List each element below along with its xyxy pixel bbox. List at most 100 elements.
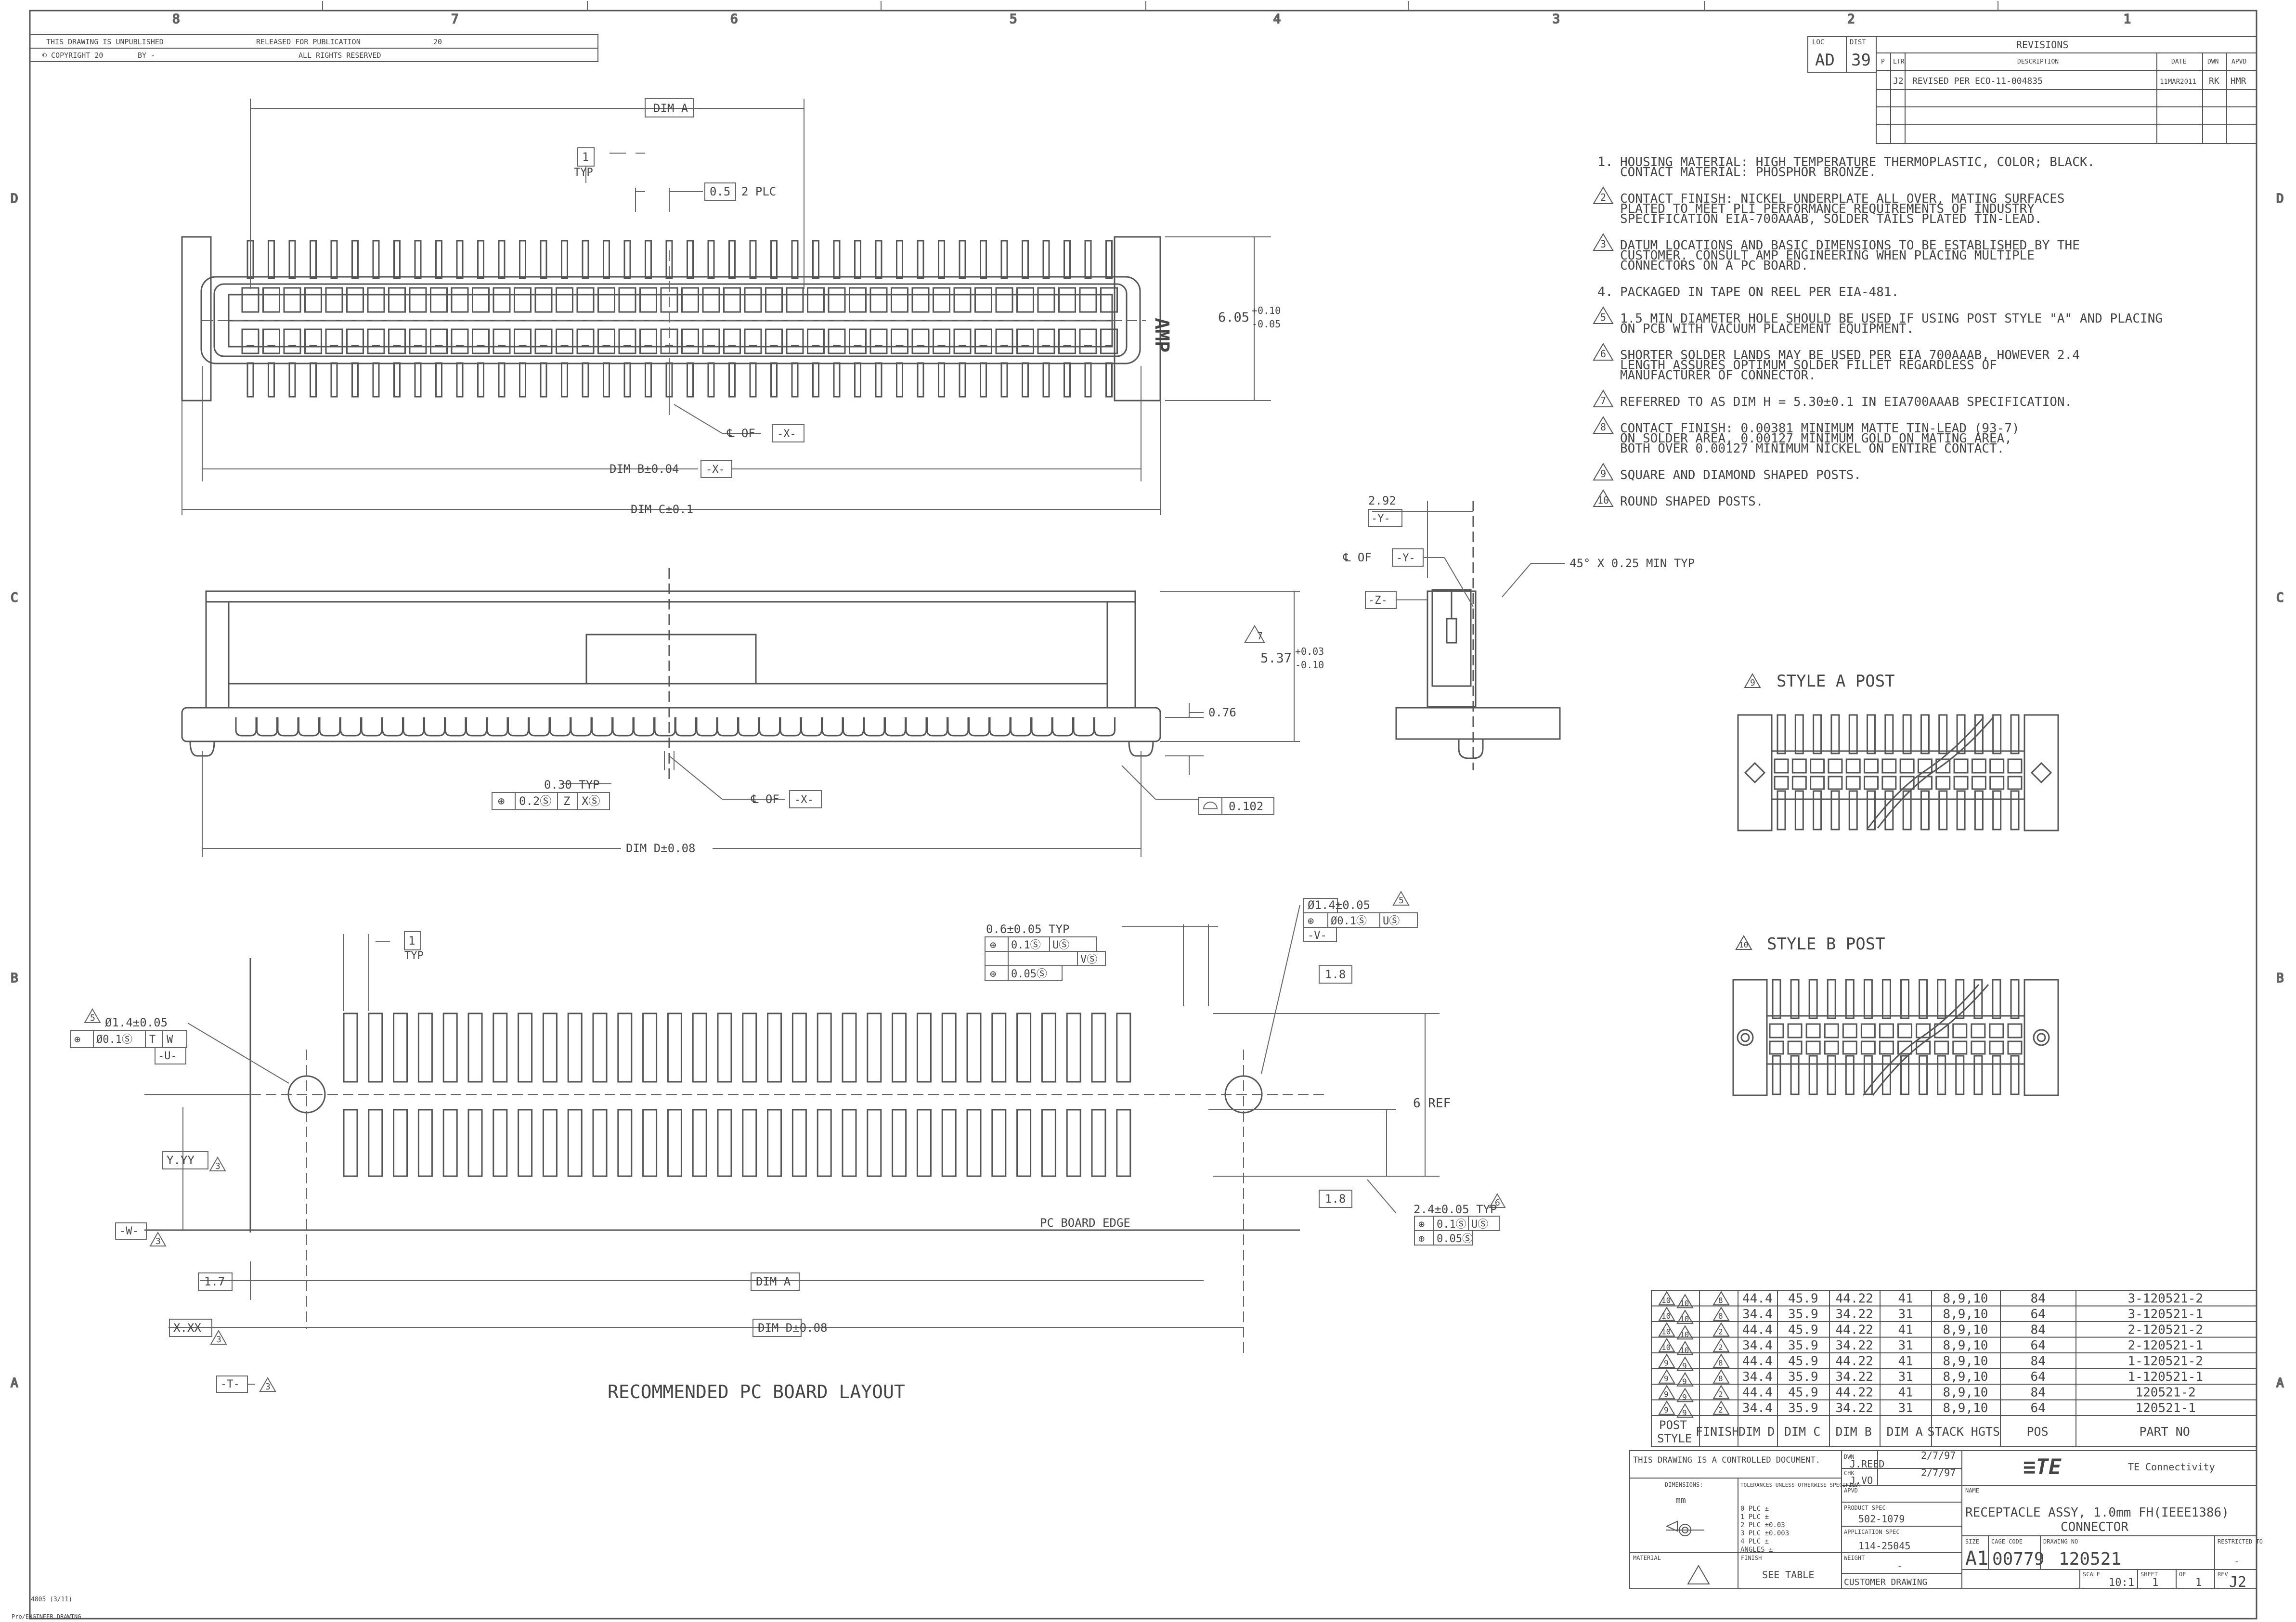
rev-col-p: P	[1881, 58, 1885, 65]
tb-units: mm	[1675, 1495, 1686, 1505]
dim-c-label: DIM C±0.1	[631, 503, 693, 516]
header-year: 20	[433, 38, 442, 46]
land-typ-one: 1	[408, 934, 415, 947]
tb-chk: J.VO	[1850, 1475, 1873, 1486]
cell-dim-a: 31	[1898, 1370, 1913, 1384]
note-flag: 9	[1600, 468, 1606, 480]
pos-tol-x: XⓈ	[582, 794, 600, 808]
table-flag: 2	[1718, 1327, 1723, 1336]
note-flag: 8	[1600, 421, 1606, 433]
table-header-style: STYLE	[1657, 1432, 1692, 1445]
rev-dist: 39	[1851, 51, 1871, 70]
cell-part-no: 2-120521-1	[2128, 1338, 2204, 1353]
zone-right-B: B	[2276, 971, 2284, 986]
land-ref-v: VⓈ	[1080, 954, 1097, 966]
table-flag: 10	[1680, 1330, 1689, 1339]
cell-dim-b: 34.22	[1836, 1401, 1873, 1415]
tb-app-spec-label: APPLICATION SPEC	[1844, 1529, 1900, 1535]
hole-tol-left: Ø0.1Ⓢ	[96, 1034, 132, 1046]
style-b-flag-box	[1735, 934, 1752, 950]
tb-name-label: NAME	[1965, 1487, 1979, 1494]
table-flag: 9	[1682, 1408, 1687, 1417]
land-len-tol-1: 0.1Ⓢ	[1437, 1219, 1466, 1231]
cell-part-no: 1-120521-1	[2128, 1370, 2204, 1384]
pcb-layout-dims	[70, 898, 1506, 1393]
tb-tol-line: 2 PLC ±0.03	[1740, 1521, 1785, 1529]
zone-left-A: A	[11, 1376, 18, 1390]
dim-a-label: DIM A	[653, 102, 688, 115]
note-line: ROUND SHAPED POSTS.	[1620, 494, 1763, 509]
note-number: 4.	[1597, 285, 1613, 299]
cell-dim-b: 34.22	[1836, 1370, 1873, 1384]
note-line: SQUARE AND DIAMOND SHAPED POSTS.	[1620, 468, 1861, 482]
rev-dist-label: DIST	[1850, 39, 1866, 46]
cell-dim-d: 44.4	[1742, 1323, 1773, 1337]
note-line: ON PCB WITH VACUUM PLACEMENT EQUIPMENT.	[1620, 322, 1914, 336]
table-flag: 2	[1718, 1405, 1723, 1414]
end-view	[1395, 501, 1561, 770]
table-flag: 2	[1718, 1389, 1723, 1399]
datum-t: -T-	[221, 1378, 240, 1390]
hole-ref-t: T	[149, 1034, 156, 1046]
cell-stack: 8,9,10	[1943, 1401, 1988, 1415]
rev-col-ltr: LTR	[1893, 58, 1905, 65]
cell-stack: 8,9,10	[1943, 1354, 1988, 1368]
table-flag: 8	[1718, 1311, 1723, 1321]
zone-left-D: D	[11, 192, 18, 206]
pcb-layout	[144, 958, 1300, 1233]
land-len-tol-2: 0.05Ⓢ	[1437, 1233, 1473, 1245]
hole-tol-right: Ø0.1Ⓢ	[1331, 915, 1367, 927]
style-a-flag: 9	[1750, 678, 1755, 688]
table-header: PART NO	[2140, 1425, 2190, 1439]
tb-restricted: -	[2234, 1556, 2240, 1567]
datum-x-top: -X-	[777, 428, 796, 440]
cell-pos: 84	[2031, 1323, 2046, 1337]
note-line: CONNECTORS ON A PC BOARD.	[1620, 259, 1808, 273]
cell-dim-b: 44.22	[1836, 1385, 1873, 1400]
cell-dim-a: 41	[1898, 1323, 1913, 1337]
cell-pos: 64	[2031, 1307, 2046, 1322]
cell-dim-d: 44.4	[1742, 1291, 1773, 1306]
table-flag: 10	[1680, 1314, 1689, 1324]
yyy-flag: 3	[215, 1161, 221, 1171]
hole-pos-symbol-right: ⊕	[1308, 915, 1314, 927]
note-8: 8 CONTACT FINISH: 0.00381 MINIMUM MATTE T…	[1593, 416, 2020, 456]
header-block	[29, 34, 598, 62]
cell-part-no: 2-120521-2	[2128, 1323, 2204, 1337]
footer-code: Pro/ENGINEER DRAWING	[12, 1613, 81, 1620]
cell-dim-d: 34.4	[1742, 1338, 1773, 1353]
layout-title: RECOMMENDED PC BOARD LAYOUT	[608, 1381, 905, 1402]
tb-sheet-label: SHEET	[2140, 1571, 2158, 1578]
cell-pos: 64	[2031, 1401, 2046, 1415]
tb-tol-line: 0 PLC ±	[1740, 1505, 1769, 1513]
top-view	[181, 236, 1161, 402]
table-flag: 9	[1664, 1389, 1669, 1399]
lead-dim: 0.76	[1208, 706, 1236, 719]
note-line: CONTACT FINISH: 0.00381 MINIMUM MATTE TI…	[1620, 421, 2020, 436]
pos-tol-symbol: ⊕	[498, 794, 505, 808]
header-copyright: © COPYRIGHT 20	[42, 51, 103, 60]
hole-flag-left: 5	[90, 1013, 95, 1023]
row-ref: 6 REF	[1413, 1096, 1451, 1111]
rev-loc: AD	[1815, 51, 1835, 70]
top-view-dims	[182, 98, 1271, 515]
tb-finish: SEE TABLE	[1762, 1569, 1814, 1581]
rev-title: REVISIONS	[2016, 39, 2068, 51]
style-a-title: STYLE A POST	[1777, 672, 1895, 691]
hole-flag-right: 5	[1399, 895, 1404, 906]
typ-label: TYP	[574, 167, 593, 179]
land-ref-u: UⓈ	[1052, 939, 1069, 951]
table-flag: 10	[1661, 1296, 1671, 1305]
rev-ltr: J2	[1893, 76, 1904, 86]
land-pos-symbol-1: ⊕	[990, 939, 996, 951]
tb-tolerances: TOLERANCES UNLESS OTHERWISE SPECIFIED:	[1740, 1482, 1862, 1488]
table-header: DIM D	[1738, 1425, 1775, 1439]
